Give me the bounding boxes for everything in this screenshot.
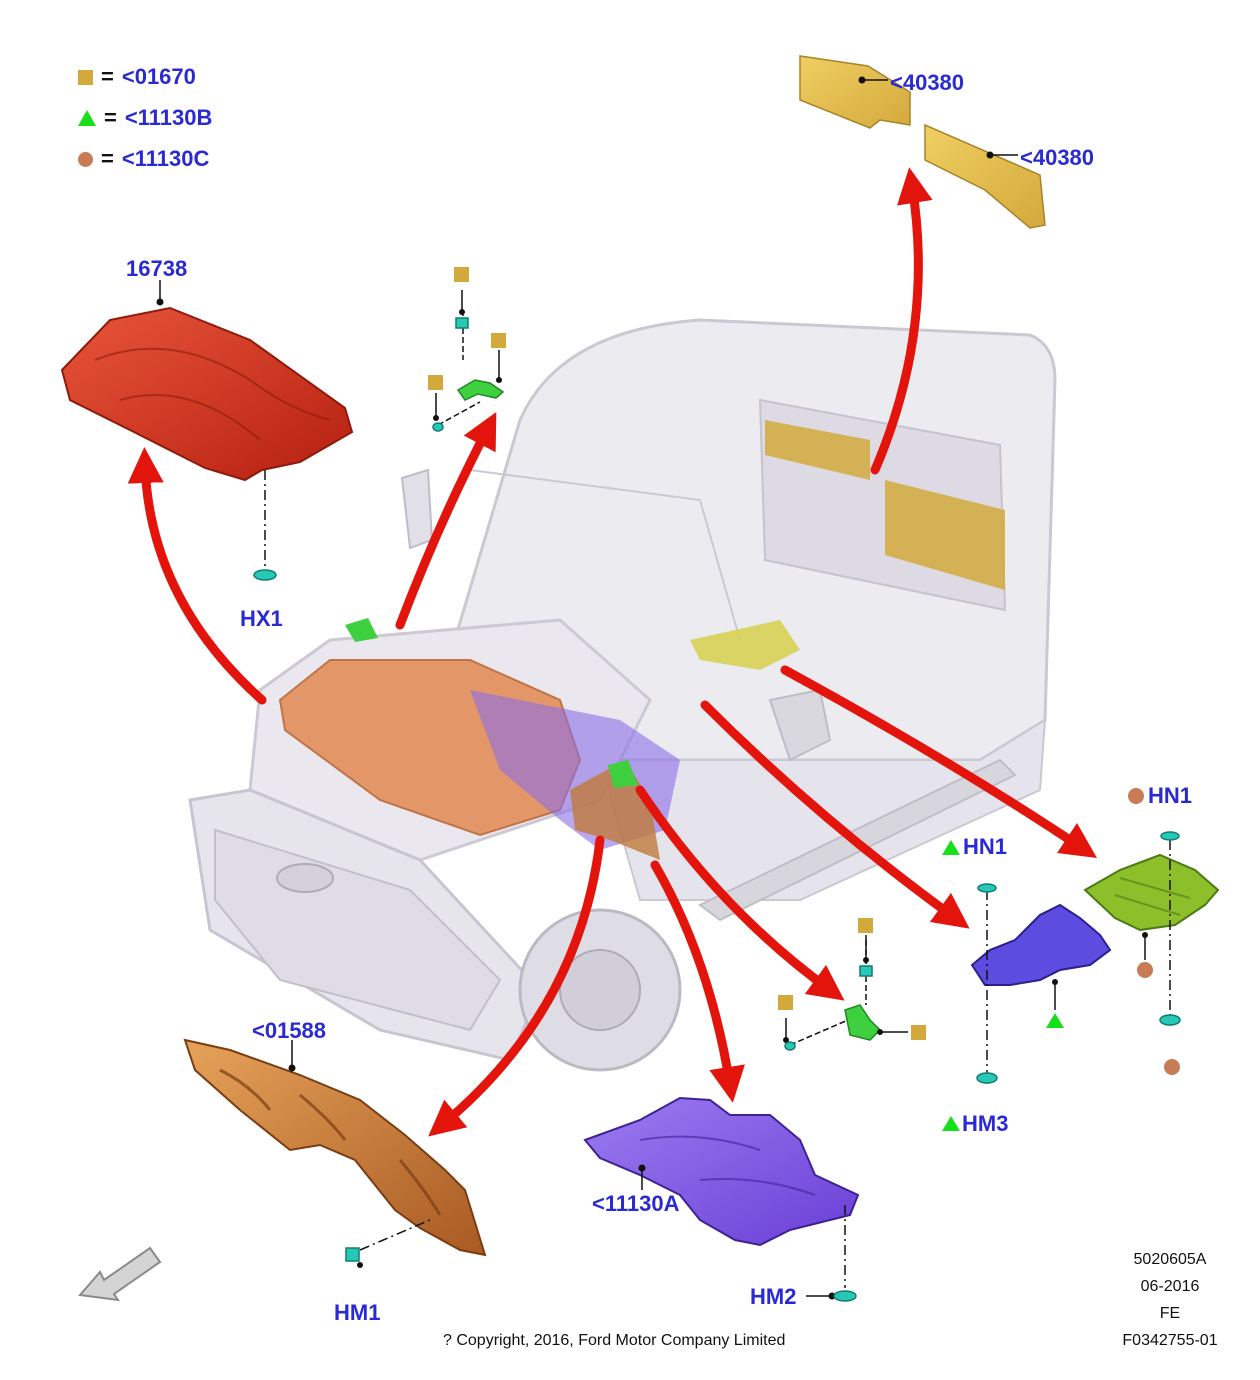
legend-ref: <01670 [121,64,196,89]
floor-insulator-green-ribs [1114,877,1191,916]
windshield-line [469,469,741,641]
square-symbol [858,918,873,933]
arrow-dash-panel [428,835,605,1137]
circle-legend-icon [78,151,93,167]
back-insulator-lower-part [924,123,1046,229]
arrow-hood-insulator [127,447,267,705]
back-insulator-upper-part [799,55,911,129]
callout-hm3: HM3 [962,1111,1009,1136]
square-symbol [911,1025,926,1040]
circle-symbol [1164,1059,1180,1075]
arrow-bracket-upper [395,412,497,630]
front-wheel-hub [559,949,641,1031]
fastener-hx1 [253,569,277,581]
seat-shape [768,688,832,762]
callout-40380-upper: <40380 [890,70,965,95]
dash-panel-holes [219,1068,442,1216]
drawing-number: 5020605A [1133,1251,1207,1268]
triangle-legend-icon [78,110,96,126]
fastener-hn1-right [1160,831,1180,841]
callout-01588: <01588 [252,1018,327,1043]
callout-hn1-right: HN1 [1148,783,1193,808]
arrow-floor-blue [700,700,970,929]
legend-equals: = [101,146,114,171]
dash-insulator-ribs [639,1135,816,1196]
callout-11130a: <11130A [592,1191,680,1216]
callout-hx1: HX1 [240,606,283,631]
triangle-symbol [1046,1013,1064,1028]
square-symbol [428,375,443,390]
circle-symbol [1137,962,1153,978]
arrow-floor-green [780,665,1097,858]
legend-ref: <11130C [121,146,210,171]
legend-equals: = [101,64,114,89]
drawing-code: FE [1159,1305,1181,1322]
arrow-dash-insulator [650,860,745,1103]
installed-parts [278,420,1005,860]
fastener-hm3 [976,1072,998,1084]
dash-panel-insulator-part [183,1038,487,1257]
legend-row-square: = <01670 [78,66,196,88]
legend-equals: = [104,105,117,130]
callout-40380-lower: <40380 [1020,145,1095,170]
square-symbol [454,267,469,282]
hood-insulator-detail [94,347,331,441]
arrow-back-insulator [870,167,933,475]
hood-insulator-part [60,306,354,482]
installed-bracket-left [345,618,378,642]
installed-back-insulator-2 [885,480,1005,590]
fastener-lower-clip [859,965,873,977]
fastener-upper-clip [455,317,469,329]
figure-id: F0342755-01 [1122,1332,1218,1349]
lower-bracket-part [844,1004,882,1041]
legend-row-circle: = <11130C [78,148,209,170]
installed-floor-insulator [690,620,800,670]
callout-hm2: HM2 [750,1284,797,1309]
square-symbol [491,333,506,348]
floor-insulator-green-part [1083,853,1220,932]
callout-16738: 16738 [126,256,188,281]
drawing-date: 06-2016 [1140,1278,1200,1295]
ford-oval [276,863,334,893]
dash-insulator-part [583,1096,860,1247]
fasteners [253,317,1181,1302]
square-symbol [778,995,793,1010]
callout-hm1: HM1 [334,1300,381,1325]
callout-symbols [428,267,1180,1131]
fastener-hm1 [345,1247,360,1262]
fastener-right-lower [1159,1014,1181,1026]
fastener-upper-screw [432,422,444,432]
callout-hn1-left: HN1 [963,834,1008,859]
side-mirror [400,468,434,550]
arrow-bracket-lower [635,785,845,1001]
installed-bracket-center [608,760,638,788]
installed-back-insulator-1 [765,420,870,480]
fastener-hm2 [833,1290,857,1302]
fastener-hn1-left [977,883,997,893]
copyright-notice: ? Copyright, 2016, Ford Motor Company Li… [443,1332,786,1349]
legend-row-triangle: = <11130B [78,107,212,129]
leader-lines [159,79,1171,1297]
square-legend-icon [78,69,93,85]
front-direction-arrow-icon [78,1246,162,1302]
connector-arrows [127,167,1097,1137]
triangle-symbol [942,840,960,855]
leader-dots [156,76,1148,1300]
fastener-lower-screw [784,1041,796,1051]
legend-ref: <11130B [124,105,213,130]
triangle-symbol [942,1116,960,1131]
floor-insulator-blue-part [970,903,1112,986]
circle-symbol [1128,788,1144,804]
upper-bracket-part [456,379,505,401]
